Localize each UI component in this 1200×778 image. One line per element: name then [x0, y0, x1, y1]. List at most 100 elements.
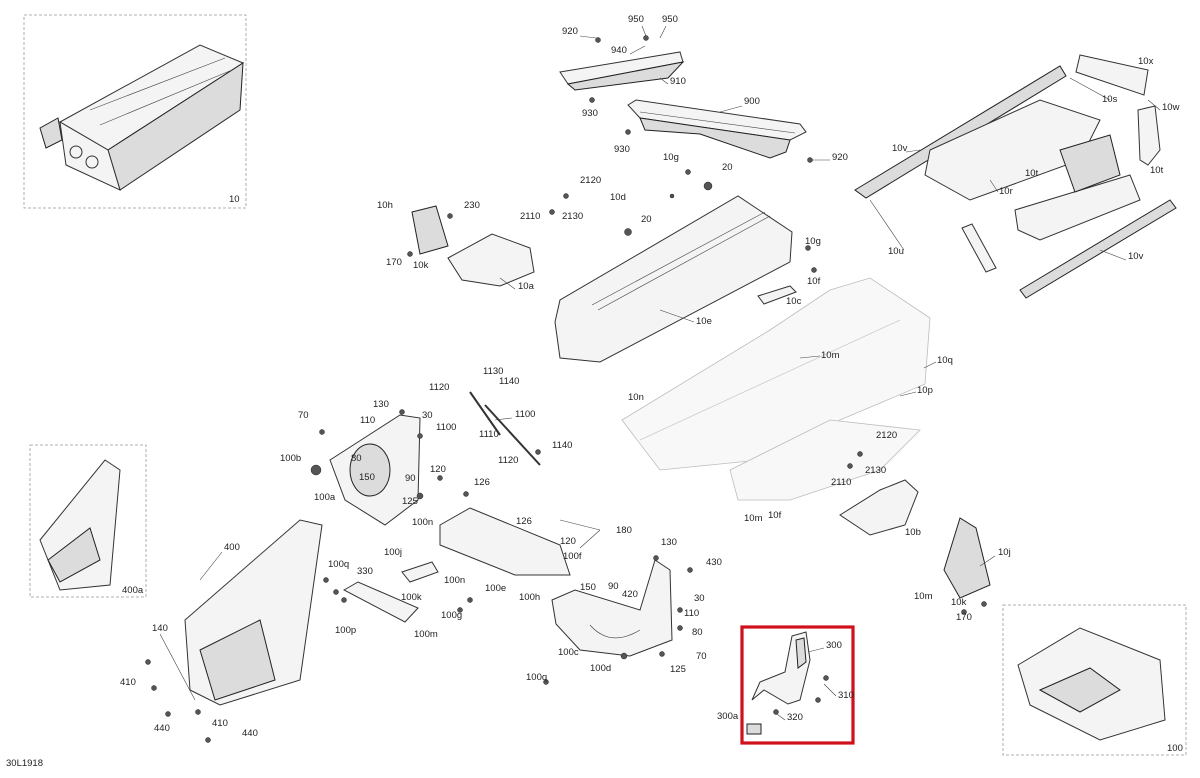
callout-100n: 100n: [412, 517, 433, 528]
callout-80: 80: [692, 627, 703, 638]
part-10x: [1075, 54, 1149, 96]
callout-10g: 10g: [663, 152, 679, 163]
part-10b: [839, 479, 919, 536]
callout-170: 170: [956, 612, 972, 623]
callout-20: 20: [641, 214, 652, 225]
callout-100a: 100a: [314, 492, 336, 503]
callout-10k: 10k: [413, 260, 429, 271]
callout-10b: 10b: [905, 527, 921, 538]
callout-10c: 10c: [786, 296, 802, 307]
part-10u: [961, 223, 997, 273]
callout-130: 130: [661, 537, 677, 548]
callout-100n: 100n: [444, 575, 465, 586]
callout-930: 930: [582, 108, 598, 119]
callout-930: 930: [614, 144, 630, 155]
callout-10e: 10e: [696, 316, 712, 327]
callout-2130: 2130: [562, 211, 583, 222]
callout-950: 950: [628, 14, 644, 25]
callout-10v: 10v: [1128, 251, 1144, 262]
part-10a: [447, 233, 535, 287]
callout-90: 90: [608, 581, 619, 592]
callout-10n: 10n: [628, 392, 644, 403]
callout-420: 420: [622, 589, 638, 600]
inset-assembly-400a: [39, 459, 121, 591]
callout-10p: 10p: [917, 385, 933, 396]
callout-120: 120: [560, 536, 576, 547]
callout-2130: 2130: [865, 465, 886, 476]
part-10v-upper: [854, 65, 1067, 199]
callout-300: 300: [826, 640, 842, 651]
part-10v-lower: [1019, 199, 1177, 299]
leader-lines: [159, 25, 1161, 721]
callout-910: 910: [670, 76, 686, 87]
part-10e: [554, 195, 793, 363]
callout-440: 440: [242, 728, 258, 739]
callout-100b: 100b: [280, 453, 301, 464]
callout-410: 410: [212, 718, 228, 729]
callout-900: 900: [744, 96, 760, 107]
callout-1110: 1110: [479, 429, 499, 440]
inset-assembly-100: [1017, 627, 1166, 741]
callout-100e: 100e: [485, 583, 506, 594]
callout-10r: 10r: [999, 186, 1013, 197]
part-1100: [469, 391, 541, 466]
callout-126: 126: [516, 516, 532, 527]
callout-430: 430: [706, 557, 722, 568]
callout-100d: 100d: [590, 663, 611, 674]
fasteners: [145, 35, 987, 743]
callout-1100: 1100: [515, 409, 535, 420]
callout-10f: 10f: [807, 276, 821, 287]
callout-1120: 1120: [429, 382, 449, 393]
callout-940: 940: [611, 45, 627, 56]
callout-10h: 10h: [377, 200, 393, 211]
highlight-box-300: [740, 625, 855, 745]
callout-20: 20: [722, 162, 733, 173]
callout-10q: 10q: [937, 355, 953, 366]
part-10r: [924, 99, 1141, 241]
callout-1130: 1130: [483, 366, 503, 377]
callout-920: 920: [562, 26, 578, 37]
callout-100c: 100c: [558, 647, 579, 658]
callout-10j: 10j: [998, 547, 1011, 558]
callout-10a: 10a: [518, 281, 535, 292]
part-100c: [551, 559, 673, 657]
ghost-main-tunnel: [621, 277, 931, 501]
part-100j: [401, 561, 439, 583]
inset-assembly-10: [39, 44, 245, 191]
callout-10: 10: [229, 194, 240, 205]
callout-2110: 2110: [520, 211, 540, 222]
callout-10v: 10v: [892, 143, 908, 154]
part-10c: [757, 285, 797, 305]
callout-440: 440: [154, 723, 170, 734]
callout-30: 30: [694, 593, 705, 604]
callout-1100: 1100: [436, 422, 456, 433]
callout-100f: 100f: [563, 551, 582, 562]
callout-110: 110: [360, 415, 375, 426]
callout-2120: 2120: [876, 430, 897, 441]
callout-1140: 1140: [552, 440, 572, 451]
callout-2120: 2120: [580, 175, 601, 186]
callout-180: 180: [616, 525, 632, 536]
part-300: [751, 631, 811, 705]
callout-70: 70: [696, 651, 707, 662]
callout-10m: 10m: [914, 591, 933, 602]
callout-100p: 100p: [335, 625, 356, 636]
part-300a: [746, 723, 762, 735]
part-100m: [342, 581, 419, 623]
callout-920: 920: [832, 152, 848, 163]
callout-126: 126: [474, 477, 490, 488]
part-910: [559, 51, 685, 91]
callout-400: 400: [224, 542, 240, 553]
callout-10g: 10g: [805, 236, 821, 247]
callout-310: 310: [838, 690, 854, 701]
callout-100g: 100g: [441, 610, 462, 621]
callout-410: 410: [120, 677, 136, 688]
callout-170: 170: [386, 257, 402, 268]
callout-10s: 10s: [1102, 94, 1118, 105]
part-10j: [943, 517, 991, 599]
callout-10x: 10x: [1138, 56, 1154, 67]
callout-140: 140: [152, 623, 168, 634]
callout-150: 150: [359, 472, 375, 483]
